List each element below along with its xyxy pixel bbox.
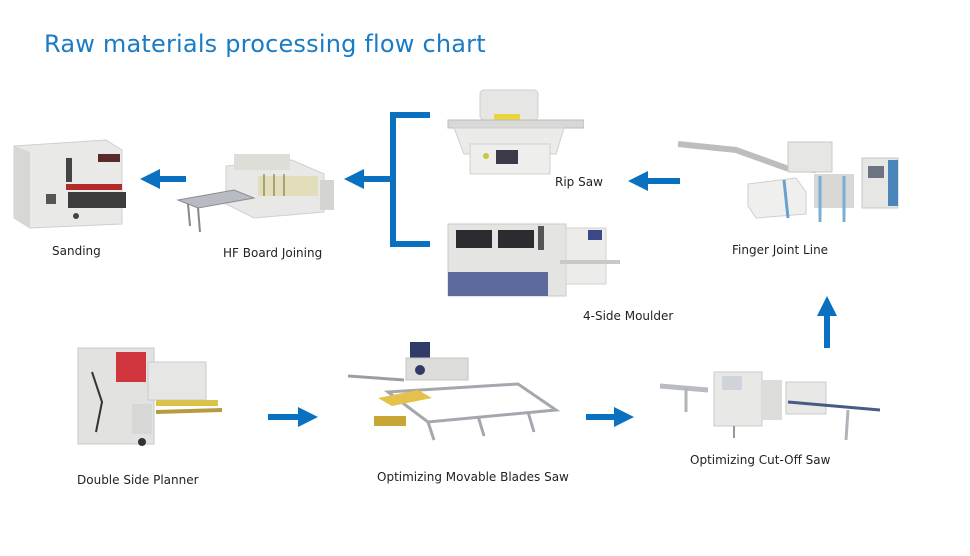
movable-blades-saw-icon [348, 340, 562, 450]
planner-machine-icon [72, 342, 222, 452]
step-label-optimizing-movable-blades-saw: Optimizing Movable Blades Saw [377, 470, 569, 484]
arrow-left-icon [626, 170, 680, 192]
step-label-double-side-planner: Double Side Planner [77, 473, 199, 487]
arrow-right-icon [268, 406, 320, 428]
step-label-optimizing-cut-off-saw: Optimizing Cut-Off Saw [690, 453, 831, 467]
merge-bracket-icon [388, 112, 432, 248]
sanding-machine-icon [10, 132, 130, 232]
finger-joint-line-icon [676, 136, 906, 228]
moulder-machine-icon [442, 214, 622, 304]
arrow-up-icon [816, 294, 838, 348]
rip-saw-machine-icon [444, 84, 584, 176]
arrow-right-icon [586, 406, 636, 428]
step-label-sanding: Sanding [52, 244, 101, 258]
step-label-rip-saw: Rip Saw [555, 175, 603, 189]
step-label-finger-joint-line: Finger Joint Line [732, 243, 829, 257]
arrow-left-icon [138, 168, 188, 190]
hf-board-joining-machine-icon [174, 146, 346, 234]
step-label-hf-board-joining: HF Board Joining [223, 246, 323, 260]
cut-off-saw-icon [658, 366, 880, 444]
arrow-left-icon [342, 168, 394, 190]
step-label-4-side-moulder: 4-Side Moulder [583, 309, 674, 323]
page-title: Raw materials processing flow chart [44, 30, 486, 58]
